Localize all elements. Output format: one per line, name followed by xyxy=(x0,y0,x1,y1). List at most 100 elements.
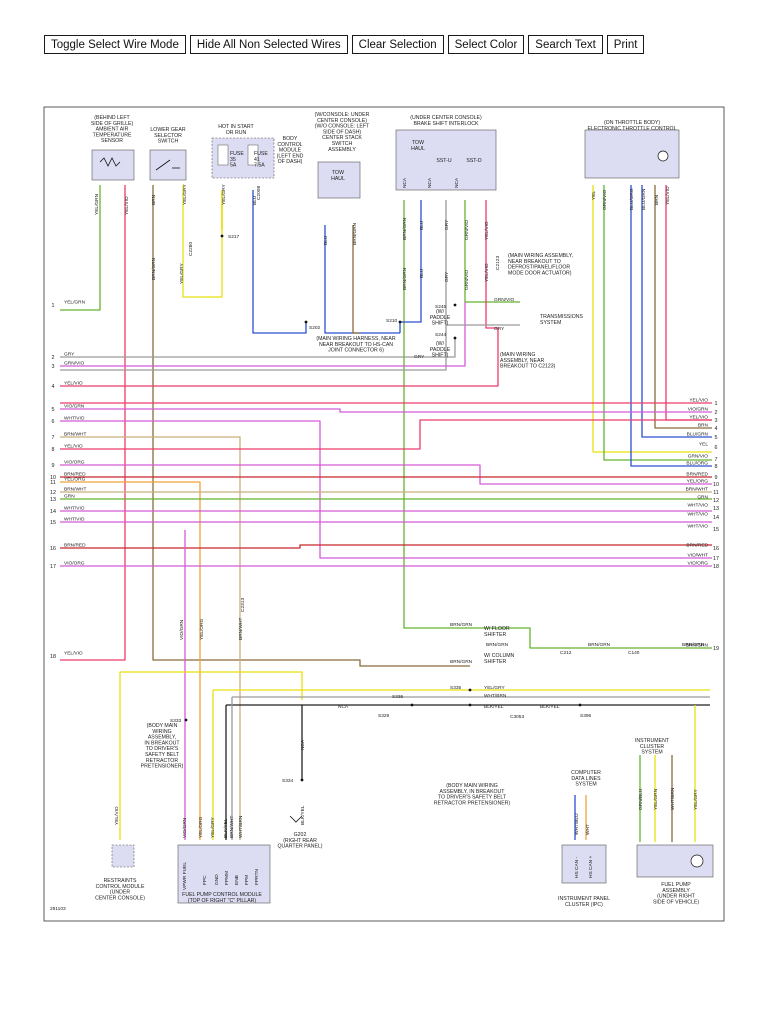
pin-label: YEL/GRN xyxy=(653,788,659,810)
splice-dot xyxy=(468,703,472,707)
pin-label: NCA xyxy=(454,177,460,188)
left-wire-label: GRN/VIO xyxy=(64,361,85,367)
right-wire-number: 11 xyxy=(713,490,719,496)
harness-note-1: (MAIN WIRING ASSEMBLY,NEAR BREAKOUT TODE… xyxy=(508,253,573,276)
wire-grn-vio-bsi xyxy=(464,200,520,303)
splice-dot xyxy=(410,703,414,707)
left-wire-label: YEL/VIO xyxy=(64,651,83,657)
left-wire-number: 10 xyxy=(50,475,56,481)
left-wire-label: WHT/VIO xyxy=(64,416,85,422)
g202-label-line: (RIGHT REAR xyxy=(283,838,317,844)
pin-label: GRN/BLU xyxy=(638,788,644,810)
clear-selection-button[interactable]: Clear Selection xyxy=(351,35,444,54)
splice-dot xyxy=(453,303,457,307)
wire-brn-etc xyxy=(654,185,712,429)
left-wire-number: 12 xyxy=(50,490,56,496)
instrument-cluster-system-label-line: SYSTEM xyxy=(641,750,662,756)
paddle-shift-note-1-line: PADDLE xyxy=(430,315,451,321)
etc-label: (ON THROTTLE BODY)ELECTRONIC THROTTLE CO… xyxy=(588,120,677,132)
harness-note-2-line: JOINT CONNECTOR 6) xyxy=(328,348,384,354)
search-text-button[interactable]: Search Text xyxy=(528,35,603,54)
right-wire-label: VIO/ORG xyxy=(687,561,708,567)
harness-note-1-line: (MAIN WIRING ASSEMBLY, xyxy=(508,253,573,259)
harness-note-3-line: (MAIN WIRING xyxy=(500,352,535,358)
wire-layer xyxy=(60,185,712,842)
paddle-shift-note-1-line: (W/ xyxy=(436,309,445,315)
right-wire-label: YEL/VIO xyxy=(689,398,708,404)
left-wire-label: BRN/WHT xyxy=(64,432,86,438)
pin-label: YEL/GRN xyxy=(94,193,100,215)
left-wire-label: VIO/ORG xyxy=(64,460,85,466)
wire-yel-vio-8 xyxy=(60,419,712,450)
right-wire-number: 17 xyxy=(713,556,719,562)
s333-note-line: RETRACTOR xyxy=(146,758,178,764)
s333-note-line: TO DRIVER'S xyxy=(146,746,179,752)
wire-gry-s244 xyxy=(60,338,456,358)
wire-brn-lower-gear xyxy=(152,185,470,667)
right-wire-label: YEL xyxy=(699,442,708,448)
etc-label-line: ELECTRONIC THROTTLE CONTROL xyxy=(588,126,677,132)
pin-label: NCA xyxy=(427,177,433,188)
tow-haul-stack-label-line: TOW xyxy=(332,170,344,176)
paddle-shift-note-2-line: SHIFT) xyxy=(432,353,449,359)
wire-blu-org-etc xyxy=(630,185,712,467)
pin-label: YEL/VIO xyxy=(484,221,490,240)
pin-label: GRN/VIO xyxy=(602,189,608,210)
pin-label: YEL/ORG xyxy=(198,816,204,838)
pin-label: YEL/GRY xyxy=(182,183,188,205)
bcm-label-line: CONTROL xyxy=(277,142,302,148)
pin-label-nca: NCA xyxy=(338,704,349,710)
connector-c212-label: C212 xyxy=(560,650,572,656)
ambient-air-sensor-box xyxy=(91,149,135,181)
left-wire-number: 5 xyxy=(52,407,55,413)
connector-c2008-label: C2008 xyxy=(256,186,262,200)
hide-non-selected-wires-button[interactable]: Hide All Non Selected Wires xyxy=(189,35,348,54)
pin-label-c212: BRN/GRN xyxy=(588,642,611,648)
wire-yel-vio-etc xyxy=(665,185,712,421)
pin-label: YEL/GRY xyxy=(693,788,699,810)
pin-label: YEL xyxy=(591,191,597,200)
right-wire-label: WHT/VIO xyxy=(687,524,708,530)
pin-label: GND xyxy=(214,874,220,885)
pin-label: NCA xyxy=(402,177,408,188)
sst-d-label-line: SST-D xyxy=(466,158,482,164)
print-button[interactable]: Print xyxy=(606,35,645,54)
right-wire-number: 12 xyxy=(713,498,719,504)
left-wire-label: YEL/GRN xyxy=(64,300,86,306)
sst-d-label: SST-D xyxy=(466,158,482,164)
sst-u-label: SST-U xyxy=(436,158,452,164)
toggle-select-wire-mode-button[interactable]: Toggle Select Wire Mode xyxy=(44,35,186,54)
fuse-41-icon xyxy=(247,144,259,166)
wire-vio-grn xyxy=(60,408,712,413)
center-stack-label-line: CENTER CONSOLE) xyxy=(317,118,367,124)
harness-note-3-line: BREAKOUT TO C2123) xyxy=(500,364,556,370)
pin-label: WHT/BLU xyxy=(574,813,580,835)
bsi-label-line: BRAKE SHIFT INTERLOCK xyxy=(413,121,479,127)
pin-label: ENB xyxy=(234,875,240,885)
splice-dot xyxy=(398,320,402,324)
right-wire-number: 9 xyxy=(715,475,718,481)
paddle-shift-note-2-line: PADDLE xyxy=(430,347,451,353)
ipc-label-line: CLUSTER (IPC) xyxy=(565,902,603,908)
center-stack-label-line: SIDE OF DASH) xyxy=(323,129,362,135)
lower-gear-label-line: SELECTOR xyxy=(154,133,182,139)
wire-blu-bsi xyxy=(399,200,422,333)
pin-label: BRN/GRN xyxy=(151,257,157,280)
select-color-button[interactable]: Select Color xyxy=(447,35,525,54)
wire-gry-bsi xyxy=(60,200,447,371)
pin-label: FPMM xyxy=(224,871,230,885)
s333-note-line: IN BREAKOUT xyxy=(144,740,180,746)
harness-note-1-line: NEAR BREAKOUT TO xyxy=(508,259,561,265)
fuse41-label-line: 7.5A xyxy=(254,163,265,169)
pin-label-column: BRN/GRN xyxy=(450,659,473,665)
computer-data-lines-label-line: COMPUTER xyxy=(571,770,601,776)
wire-yel-etc xyxy=(592,185,712,453)
